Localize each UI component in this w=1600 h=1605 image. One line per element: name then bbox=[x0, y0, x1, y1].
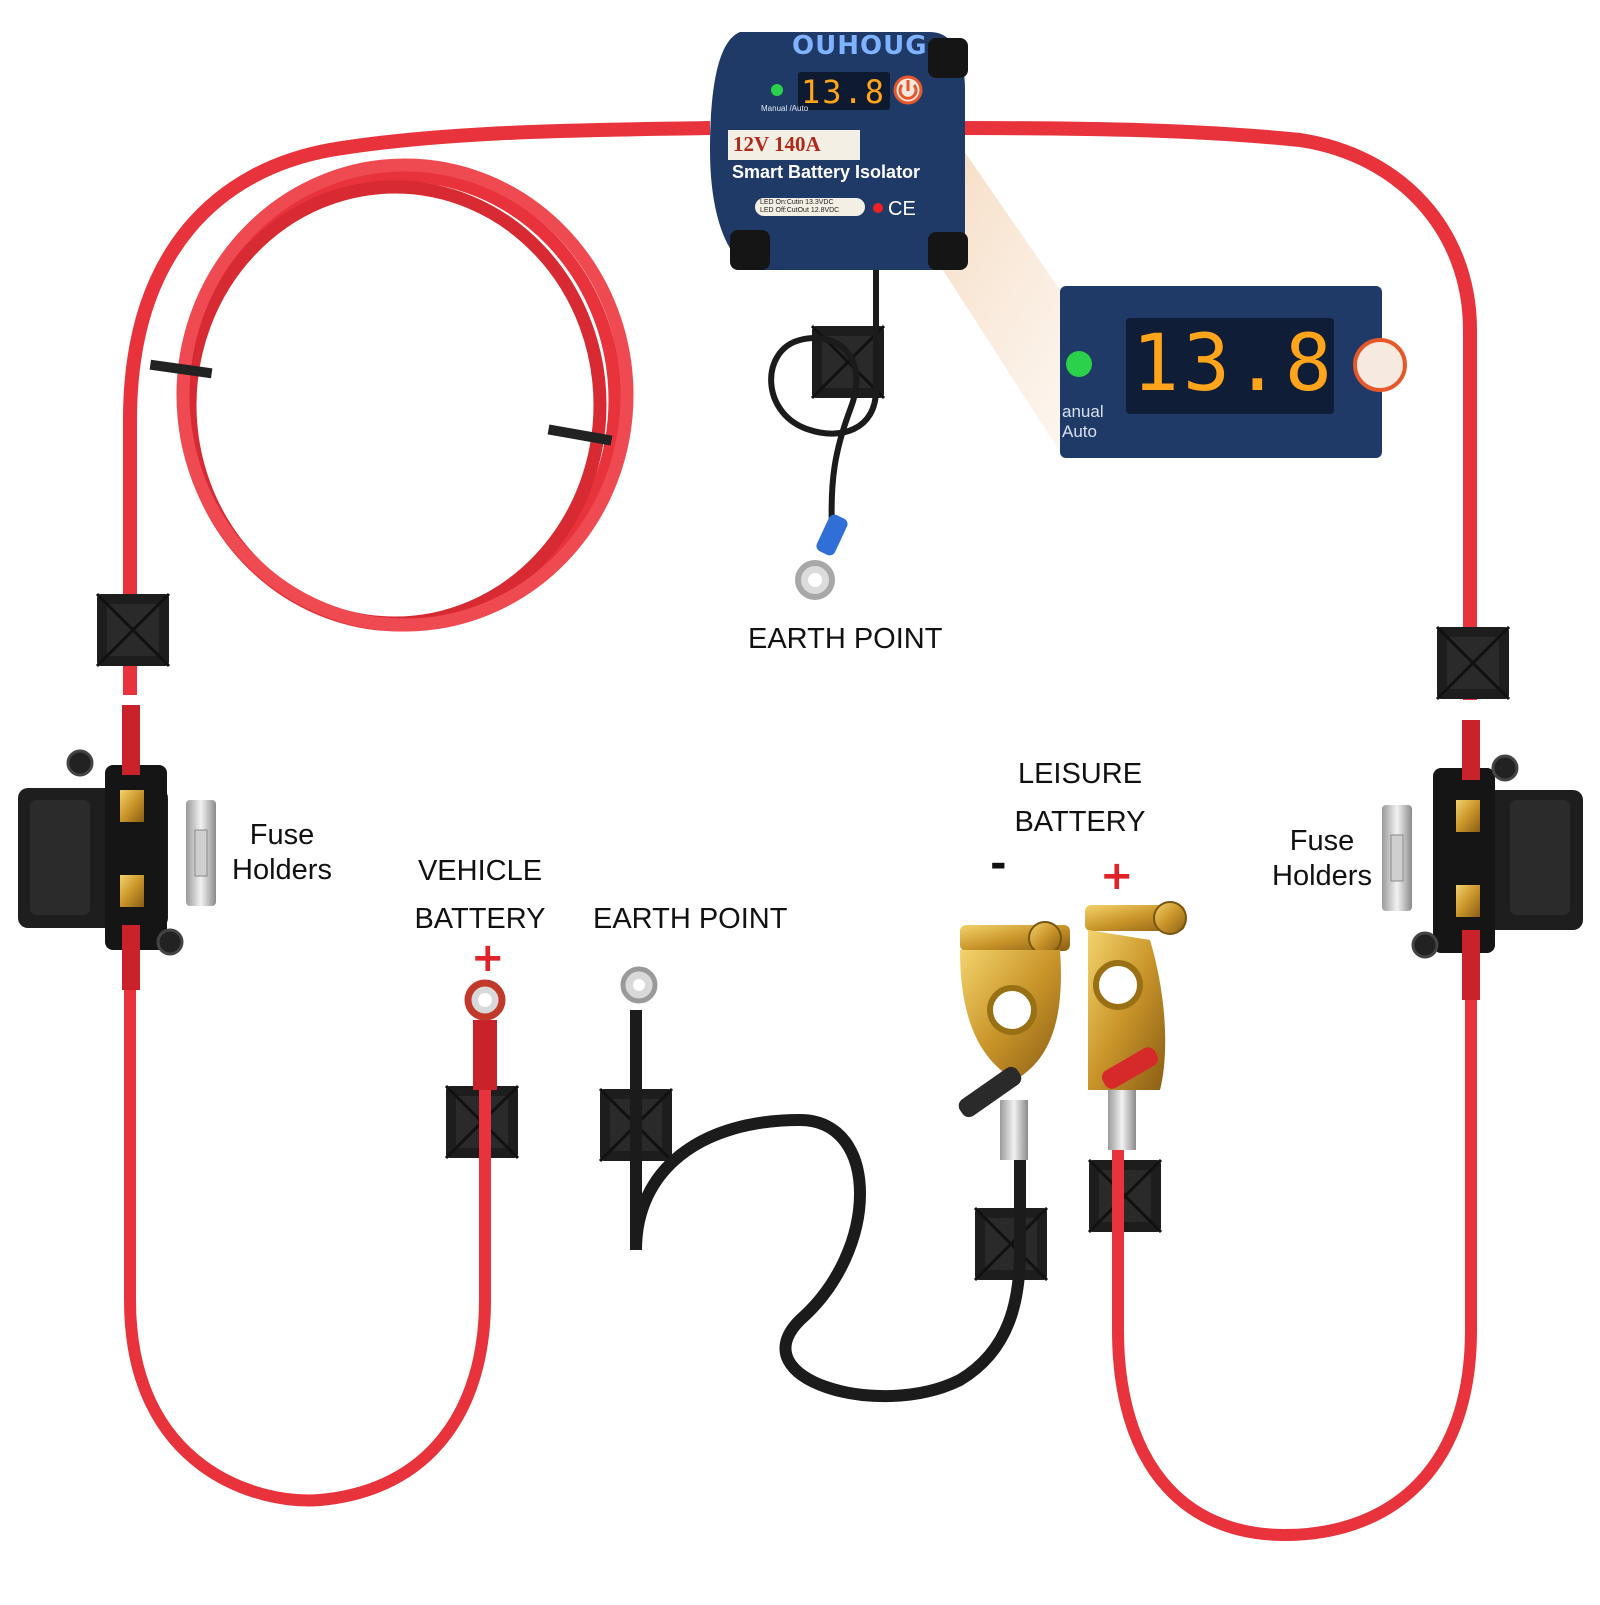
ring-terminal-icon bbox=[795, 560, 835, 600]
earth-point-bottom-label: EARTH POINT bbox=[593, 903, 788, 935]
cable-tie-mount-icon bbox=[1087, 1158, 1163, 1234]
cable-tie-mount-icon bbox=[973, 1206, 1049, 1282]
battery-clamp-icon bbox=[958, 921, 1070, 1160]
fuse-icon bbox=[1382, 805, 1412, 911]
fuse-holders-left-label: Fuse Holders bbox=[232, 819, 332, 886]
isolator-rating: 12V 140A bbox=[733, 132, 821, 156]
vehicle-battery-label: VEHICLE BATTERY bbox=[414, 855, 546, 935]
fuse-holders-right-label: Fuse Holders bbox=[1272, 825, 1372, 892]
isolator-earth-wire bbox=[768, 270, 879, 531]
red-cable-leisure bbox=[1112, 1000, 1477, 1542]
red-cable-top-right bbox=[949, 121, 1477, 700]
isolator-display bbox=[798, 72, 890, 110]
ce-mark: CE bbox=[888, 198, 916, 220]
isolator-mode-label: Manual /Auto bbox=[761, 104, 809, 113]
red-cable-vehicle bbox=[124, 990, 491, 1507]
leisure-positive-sign: + bbox=[1100, 853, 1134, 899]
leisure-negative-sign: - bbox=[990, 841, 1007, 887]
power-icon bbox=[1353, 338, 1407, 392]
cable-tie-mount-icon bbox=[95, 592, 171, 668]
ring-terminal-icon bbox=[620, 966, 658, 1004]
isolator-led-on: LED On:Cutin 13.3VDC bbox=[760, 199, 834, 206]
zoom-display-value: 13.8 bbox=[1132, 319, 1336, 409]
isolator-display-value: 13.8 bbox=[801, 73, 887, 111]
battery-isolator bbox=[710, 32, 968, 270]
black-earth-cable bbox=[630, 1010, 1026, 1403]
ring-terminal-icon bbox=[464, 979, 506, 1021]
blue-crimp bbox=[816, 514, 848, 556]
cable-tie bbox=[547, 424, 613, 446]
status-led bbox=[771, 84, 783, 96]
cable-tie-mount-icon bbox=[1435, 625, 1511, 701]
zoom-mode-label: anual Auto bbox=[1062, 402, 1104, 442]
fuse-holder-right bbox=[1411, 720, 1583, 1000]
isolator-name: Smart Battery Isolator bbox=[732, 162, 921, 182]
zoomed-display-panel bbox=[1060, 286, 1407, 458]
fuse-holder-left bbox=[18, 705, 184, 990]
isolator-brand: OUHOUG bbox=[792, 31, 928, 61]
coiled-red-cable bbox=[176, 158, 634, 632]
vehicle-positive-sign: + bbox=[471, 935, 505, 981]
heat-shrink bbox=[473, 1020, 497, 1090]
battery-clamp-icon bbox=[1085, 901, 1187, 1150]
cable-tie bbox=[149, 359, 213, 379]
leisure-battery-label: LEISURE BATTERY bbox=[1014, 758, 1146, 838]
red-cable-top-left bbox=[123, 121, 711, 695]
isolator-led-off: LED Off:CutOut 12.8VDC bbox=[760, 207, 840, 214]
earth-point-top-label: EARTH POINT bbox=[748, 623, 943, 655]
fuse-icon bbox=[186, 800, 216, 906]
